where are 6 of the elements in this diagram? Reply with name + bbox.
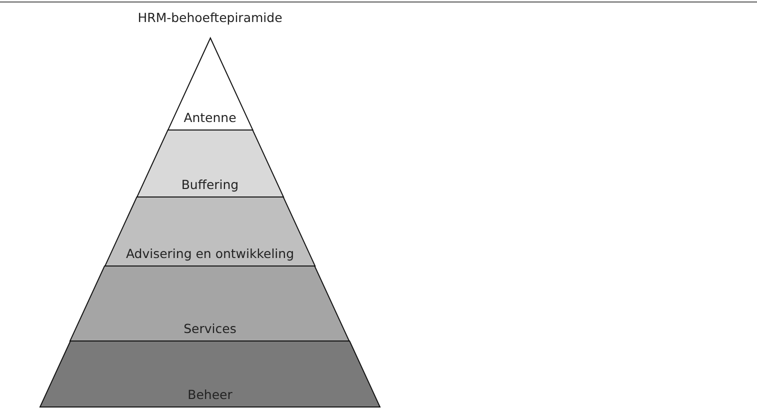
layer-label: Advisering en ontwikkeling [126, 246, 294, 261]
layer-label: Buffering [181, 177, 239, 192]
layer-label: Antenne [184, 110, 236, 125]
pyramid-title: HRM-behoeftepiramide [136, 10, 284, 25]
layer-label: Services [184, 321, 236, 336]
layer-label: Beheer [188, 387, 232, 402]
